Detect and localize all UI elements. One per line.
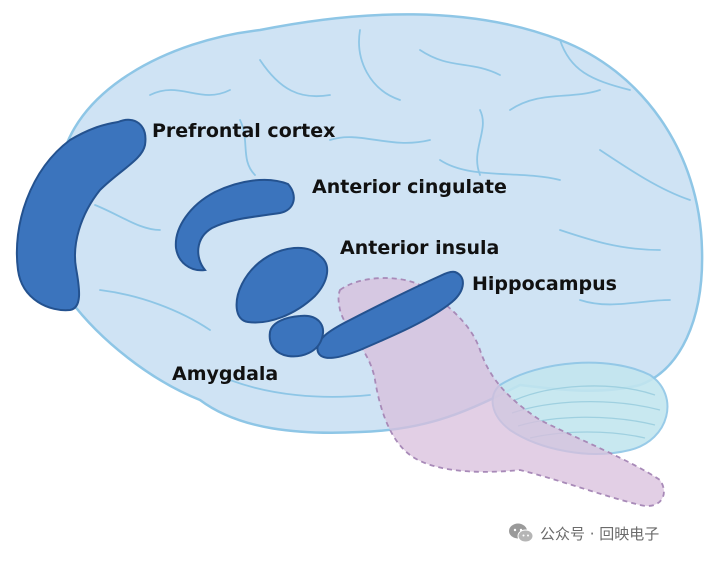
watermark-text: 公众号 · 回映电子 bbox=[540, 524, 660, 543]
brainstem bbox=[337, 277, 665, 507]
label-amygdala: Amygdala bbox=[172, 363, 278, 385]
label-anterior-insula: Anterior insula bbox=[340, 237, 499, 259]
anterior-cingulate-region bbox=[174, 178, 295, 272]
prefrontal-cortex-region bbox=[15, 118, 147, 312]
hippocampus-region bbox=[316, 270, 464, 359]
anterior-insula-region bbox=[235, 246, 329, 324]
watermark: 公众号 · 回映电子 bbox=[508, 522, 659, 544]
amygdala-region bbox=[268, 314, 324, 358]
label-hippocampus: Hippocampus bbox=[472, 273, 617, 295]
wechat-icon bbox=[508, 522, 534, 544]
label-prefrontal-cortex: Prefrontal cortex bbox=[152, 120, 335, 142]
label-anterior-cingulate: Anterior cingulate bbox=[312, 176, 507, 198]
brain-gyri bbox=[94, 29, 691, 398]
